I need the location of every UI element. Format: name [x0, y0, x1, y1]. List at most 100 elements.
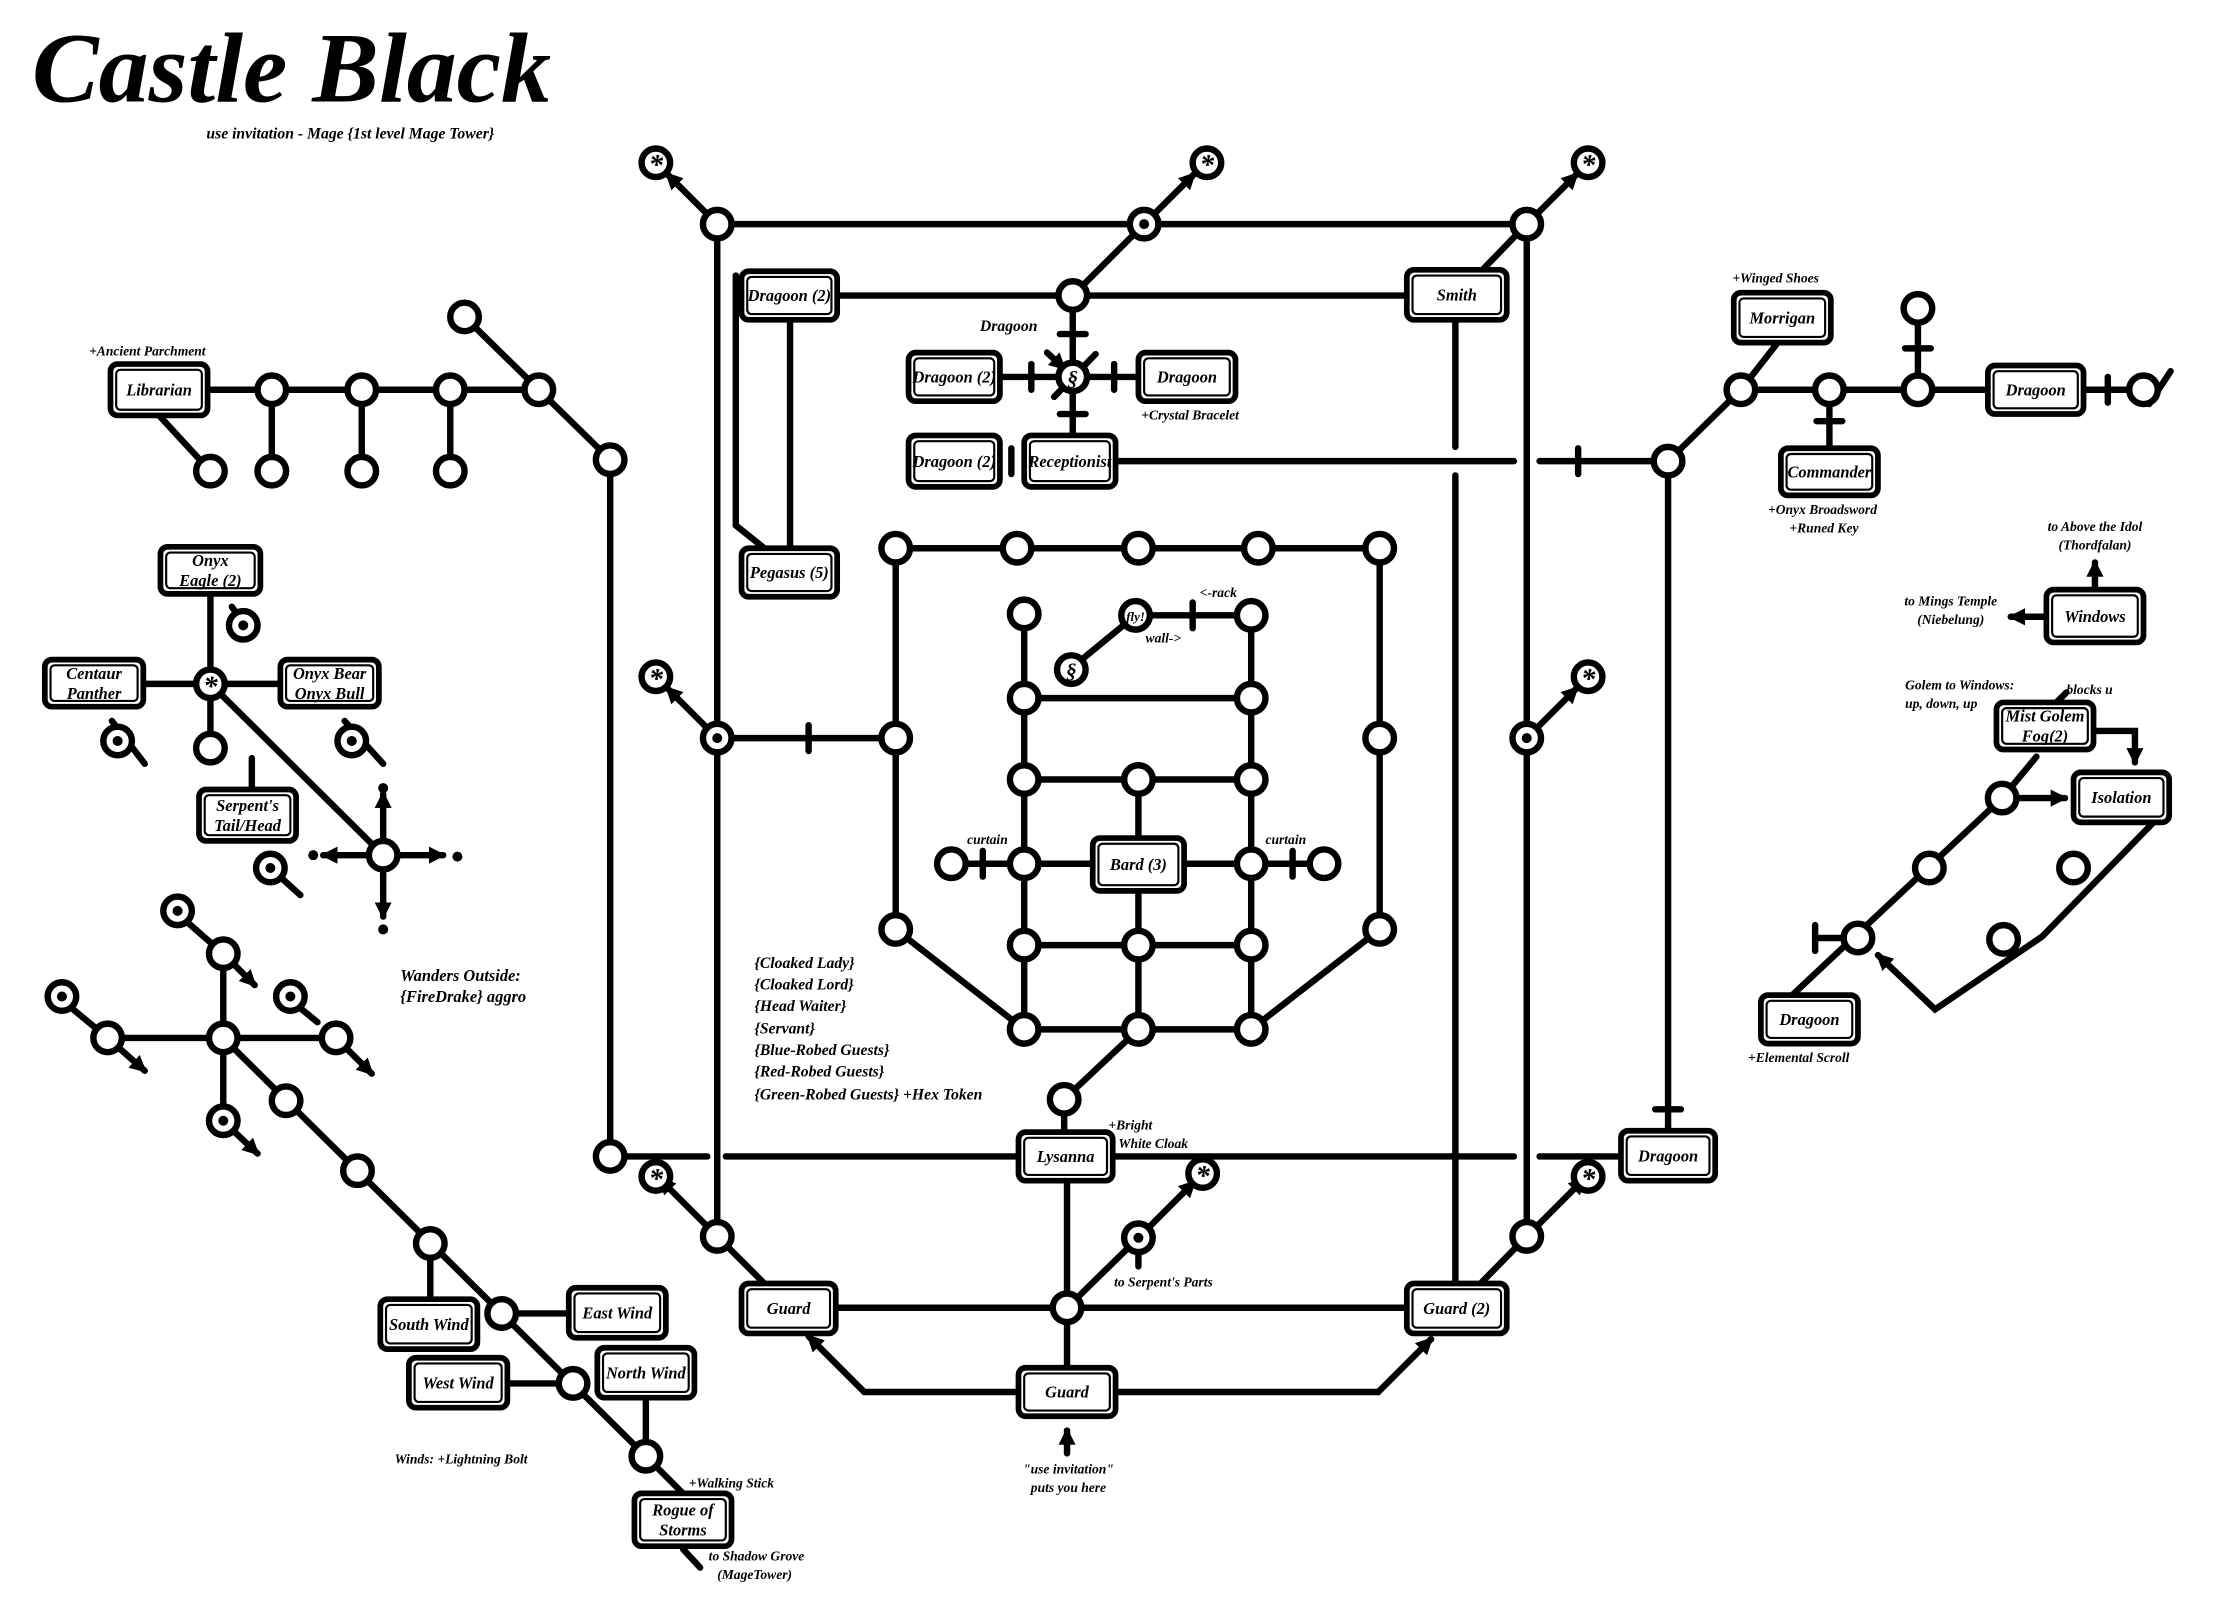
exit-star-icon: *	[1570, 145, 1606, 181]
room-label: Guard	[767, 1299, 812, 1318]
room-dragoon-2-c[interactable]: Dragoon (2)	[905, 432, 1003, 490]
room-bard[interactable]: Bard (3)	[1089, 835, 1187, 894]
room-commander[interactable]: Commander	[1778, 445, 1881, 499]
note-shadow-grove: to Shadow Grove	[709, 1548, 805, 1563]
room-dragoon-right[interactable]: Dragoon	[1135, 349, 1239, 405]
room-dragoon-2-b[interactable]: Dragoon (2)	[905, 349, 1003, 405]
room-dragoon-e[interactable]: Dragoon	[1618, 1127, 1719, 1184]
room-dragoon-ne[interactable]: Dragoon	[1985, 362, 2087, 417]
room-guard-bottom[interactable]: Guard	[1015, 1364, 1119, 1420]
note-thordfalan: (Thordfalan)	[2058, 538, 2131, 554]
note-elemental-scroll: +Elemental Scroll	[1748, 1050, 1850, 1065]
note-winged-shoes: +Winged Shoes	[1732, 271, 1819, 286]
note-guest-2: {Cloaked Lord}	[754, 976, 854, 993]
exit-star-icon: *	[1185, 1156, 1221, 1192]
room-label: Serpent's	[216, 796, 279, 815]
room-label: Fog(2)	[2021, 727, 2068, 746]
room-north-wind[interactable]: North Wind	[594, 1344, 698, 1401]
note-guest-6: {Red-Robed Guests}	[754, 1063, 884, 1080]
note-guest-3: {Head Waiter}	[754, 998, 846, 1015]
room-dragoon-2-a[interactable]: Dragoon (2)	[738, 268, 841, 323]
room-label: Rogue of	[651, 1500, 715, 1519]
room-receptionist[interactable]: Receptionist	[1021, 432, 1119, 490]
note-use-invitation: "use invitation"	[1023, 1461, 1114, 1476]
room-label: Librarian	[125, 380, 192, 399]
room-label: Onyx	[192, 551, 228, 570]
room-label: West Wind	[422, 1373, 494, 1392]
room-label: Morrigan	[1748, 308, 1815, 327]
room-label: Dragoon	[1778, 1010, 1839, 1029]
exit-star-icon: *	[192, 666, 228, 702]
note-dragoon: Dragoon	[979, 318, 1038, 335]
room-label: Dragoon	[1156, 368, 1217, 387]
note-guest-4: {Servant}	[754, 1021, 815, 1038]
svg-text:*: *	[649, 1164, 664, 1195]
note-ancient-parchment: +Ancient Parchment	[89, 343, 207, 358]
dot-node-icon	[1509, 720, 1545, 756]
room-windows[interactable]: Windows	[2043, 586, 2147, 646]
map-subtitle: use invitation - Mage {1st level Mage To…	[206, 125, 494, 142]
dot-node-icon	[1120, 1220, 1156, 1256]
exit-star-icon: *	[1189, 145, 1225, 181]
room-smith[interactable]: Smith	[1403, 266, 1510, 323]
room-guard-2[interactable]: Guard (2)	[1403, 1280, 1510, 1337]
room-dragoon-se[interactable]: Dragoon	[1758, 992, 1861, 1047]
room-label: Eagle (2)	[178, 571, 241, 590]
annotations: +Ancient Parchment Dragoon +Crystal Brac…	[89, 271, 2142, 1583]
dot-node-icon	[334, 723, 370, 759]
note-magetower: (MageTower)	[717, 1567, 792, 1583]
room-label: Isolation	[2090, 788, 2151, 807]
note-above-idol: to Above the Idol	[2048, 519, 2143, 534]
room-label: Storms	[659, 1520, 706, 1539]
room-label: South Wind	[389, 1315, 470, 1334]
section-node-icon: §	[1055, 359, 1091, 395]
special-markers: * * * * * * * * * § §	[44, 145, 2161, 1256]
door-marks	[805, 330, 2112, 1113]
note-walking-stick: +Walking Stick	[689, 1476, 775, 1491]
room-morrigan[interactable]: Morrigan	[1730, 289, 1834, 346]
note-wanders-outside: Wanders Outside:	[400, 966, 520, 985]
dot-node-icon	[44, 979, 80, 1015]
room-nodes	[90, 206, 2092, 1474]
room-label: Commander	[1787, 463, 1871, 482]
svg-text:*: *	[649, 150, 664, 181]
room-label: Onyx Bear	[293, 664, 367, 683]
room-east-wind[interactable]: East Wind	[565, 1284, 669, 1341]
exit-star-icon: *	[638, 1158, 674, 1195]
room-label: Pegasus (5)	[749, 563, 829, 582]
note-winds-lightning: Winds: +Lightning Bolt	[395, 1451, 529, 1466]
note-curtain-left: curtain	[967, 832, 1008, 847]
room-pegasus[interactable]: Pegasus (5)	[738, 545, 841, 600]
note-fly: fly!	[1126, 610, 1145, 624]
dot-node-icon	[205, 1103, 241, 1139]
note-mings-temple: to Mings Temple	[1904, 593, 1997, 608]
room-label: Smith	[1437, 286, 1477, 305]
room-isolation[interactable]: Isolation	[2070, 769, 2173, 826]
room-south-wind[interactable]: South Wind	[377, 1296, 481, 1353]
room-label: Onyx Bull	[295, 684, 365, 703]
section-node-icon: §	[1053, 652, 1089, 688]
svg-text:*: *	[203, 671, 218, 702]
room-label: Panther	[66, 684, 122, 703]
note-golem-windows: Golem to Windows:	[1905, 678, 2014, 693]
room-west-wind[interactable]: West Wind	[406, 1354, 511, 1411]
note-wall: wall->	[1146, 630, 1182, 645]
room-lysanna[interactable]: Lysanna	[1015, 1129, 1116, 1184]
room-label: Guard (2)	[1423, 1299, 1490, 1318]
note-white-cloak: White Cloak	[1118, 1136, 1188, 1151]
exit-star-icon: *	[638, 659, 674, 695]
note-firedrake: {FireDrake} aggro	[400, 987, 526, 1006]
room-librarian[interactable]: Librarian	[107, 361, 211, 419]
dot-node-icon	[699, 720, 735, 756]
note-golem-directions: up, down, up	[1905, 696, 1978, 711]
svg-text:*: *	[1581, 150, 1596, 181]
room-guard-left[interactable]: Guard	[738, 1280, 839, 1337]
